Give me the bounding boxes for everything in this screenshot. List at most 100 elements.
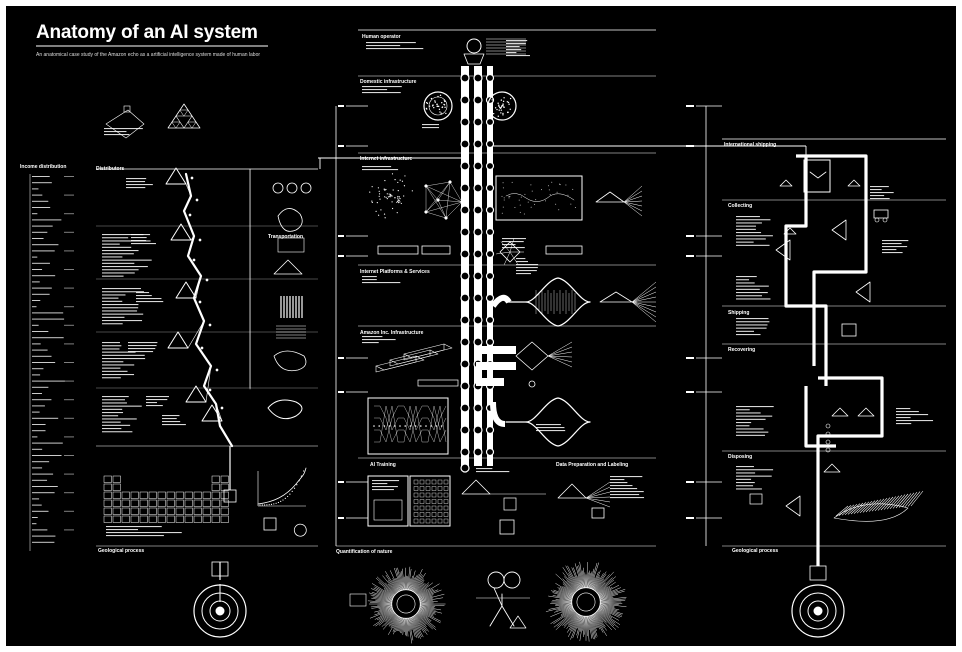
operator-caption bbox=[366, 48, 423, 49]
section-income-distribution: Income distribution bbox=[20, 164, 66, 170]
pipe-branch bbox=[493, 402, 505, 424]
recovering-text bbox=[736, 425, 749, 426]
network-node bbox=[425, 185, 428, 188]
node-label bbox=[162, 415, 179, 416]
chart-point bbox=[294, 488, 295, 489]
network-dot bbox=[379, 193, 380, 194]
branch-fan bbox=[586, 498, 610, 507]
collecting-text bbox=[736, 282, 755, 283]
small-tri bbox=[780, 180, 792, 186]
training-cell bbox=[438, 487, 442, 491]
distributor-table bbox=[102, 304, 138, 305]
income-label bbox=[64, 492, 74, 493]
network-dot bbox=[375, 211, 376, 212]
network-edge bbox=[450, 182, 462, 202]
sphere-dot bbox=[426, 108, 427, 109]
collect-node bbox=[832, 220, 846, 240]
training-cell bbox=[420, 519, 424, 523]
network-dot bbox=[400, 180, 401, 181]
distributor-table bbox=[102, 291, 144, 292]
pipe-node bbox=[487, 75, 494, 82]
pipe-node bbox=[474, 118, 482, 126]
pipe-text bbox=[476, 471, 509, 472]
element-cell bbox=[113, 516, 121, 523]
ewaste-lines bbox=[908, 492, 920, 507]
income-bar bbox=[32, 207, 50, 208]
network-node bbox=[449, 181, 452, 184]
branch-fan bbox=[632, 302, 656, 322]
small-box bbox=[350, 594, 366, 606]
training-cell bbox=[438, 493, 442, 497]
recover-node bbox=[832, 408, 848, 416]
node-label bbox=[126, 187, 145, 188]
branch-node bbox=[600, 292, 632, 302]
distributor-table bbox=[102, 418, 137, 419]
network-dot bbox=[378, 215, 379, 216]
income-label bbox=[64, 381, 74, 382]
sphere-dot bbox=[437, 96, 438, 97]
sphere-dot bbox=[426, 102, 427, 103]
distributor-table bbox=[102, 294, 125, 295]
network-dot bbox=[386, 197, 387, 198]
neural-node bbox=[373, 425, 375, 427]
element-cell bbox=[221, 508, 229, 515]
ewaste-lines bbox=[893, 495, 905, 509]
recovering-text bbox=[736, 419, 766, 420]
element-cell bbox=[122, 500, 130, 507]
branch-fan bbox=[586, 487, 610, 498]
sphere-dot bbox=[500, 112, 501, 113]
sphere-dot bbox=[437, 106, 438, 107]
pipe-text bbox=[476, 468, 492, 469]
income-bar bbox=[32, 430, 46, 431]
recovering-notes bbox=[896, 414, 928, 415]
network-dot bbox=[412, 190, 413, 191]
network-dot bbox=[391, 201, 392, 202]
sphere-dot bbox=[429, 105, 430, 106]
sphere-caption bbox=[422, 127, 439, 128]
collecting-text bbox=[736, 216, 760, 217]
element-cell bbox=[113, 500, 121, 507]
shipping-notes bbox=[882, 243, 902, 244]
operator-caption bbox=[366, 45, 400, 46]
element-cell bbox=[167, 516, 175, 523]
map-dot bbox=[520, 212, 521, 213]
network-dot bbox=[396, 202, 397, 203]
section-amazon-infrastructure: Amazon Inc. Infrastructure bbox=[360, 330, 423, 336]
pipe-node bbox=[461, 162, 469, 170]
distributor-table bbox=[102, 317, 124, 318]
income-bar bbox=[32, 405, 45, 406]
income-bar bbox=[32, 381, 65, 382]
chart-point bbox=[285, 498, 286, 499]
platform-text bbox=[516, 261, 528, 262]
sphere-dot bbox=[441, 102, 442, 103]
recovering-text bbox=[736, 428, 764, 429]
pipe-node bbox=[487, 295, 494, 302]
small-node bbox=[529, 381, 535, 387]
network-dot bbox=[394, 179, 395, 180]
element-cell bbox=[104, 492, 112, 499]
distributor-table bbox=[102, 253, 134, 254]
element-cell bbox=[212, 492, 220, 499]
hub-dot bbox=[206, 279, 208, 281]
section-international-shipping: International shipping bbox=[724, 142, 776, 148]
map-dot bbox=[549, 189, 550, 190]
small-box bbox=[592, 508, 604, 518]
connector-label bbox=[338, 145, 344, 147]
nature-burst bbox=[596, 578, 612, 593]
map-dot bbox=[530, 184, 531, 185]
income-bar bbox=[32, 511, 49, 512]
pipe-node bbox=[461, 96, 469, 104]
element-cell bbox=[158, 492, 166, 499]
element-cell bbox=[194, 508, 202, 515]
pipe-node bbox=[474, 338, 482, 346]
labeling-text bbox=[610, 485, 632, 486]
income-label bbox=[64, 325, 74, 326]
network-edge bbox=[426, 182, 450, 186]
operator-caption bbox=[506, 46, 520, 47]
recovering-notes bbox=[896, 423, 911, 424]
income-bar bbox=[32, 474, 53, 475]
distributor-table bbox=[102, 352, 136, 353]
neural-node bbox=[436, 425, 438, 427]
network-node bbox=[445, 217, 448, 220]
pipe-node bbox=[487, 207, 494, 214]
